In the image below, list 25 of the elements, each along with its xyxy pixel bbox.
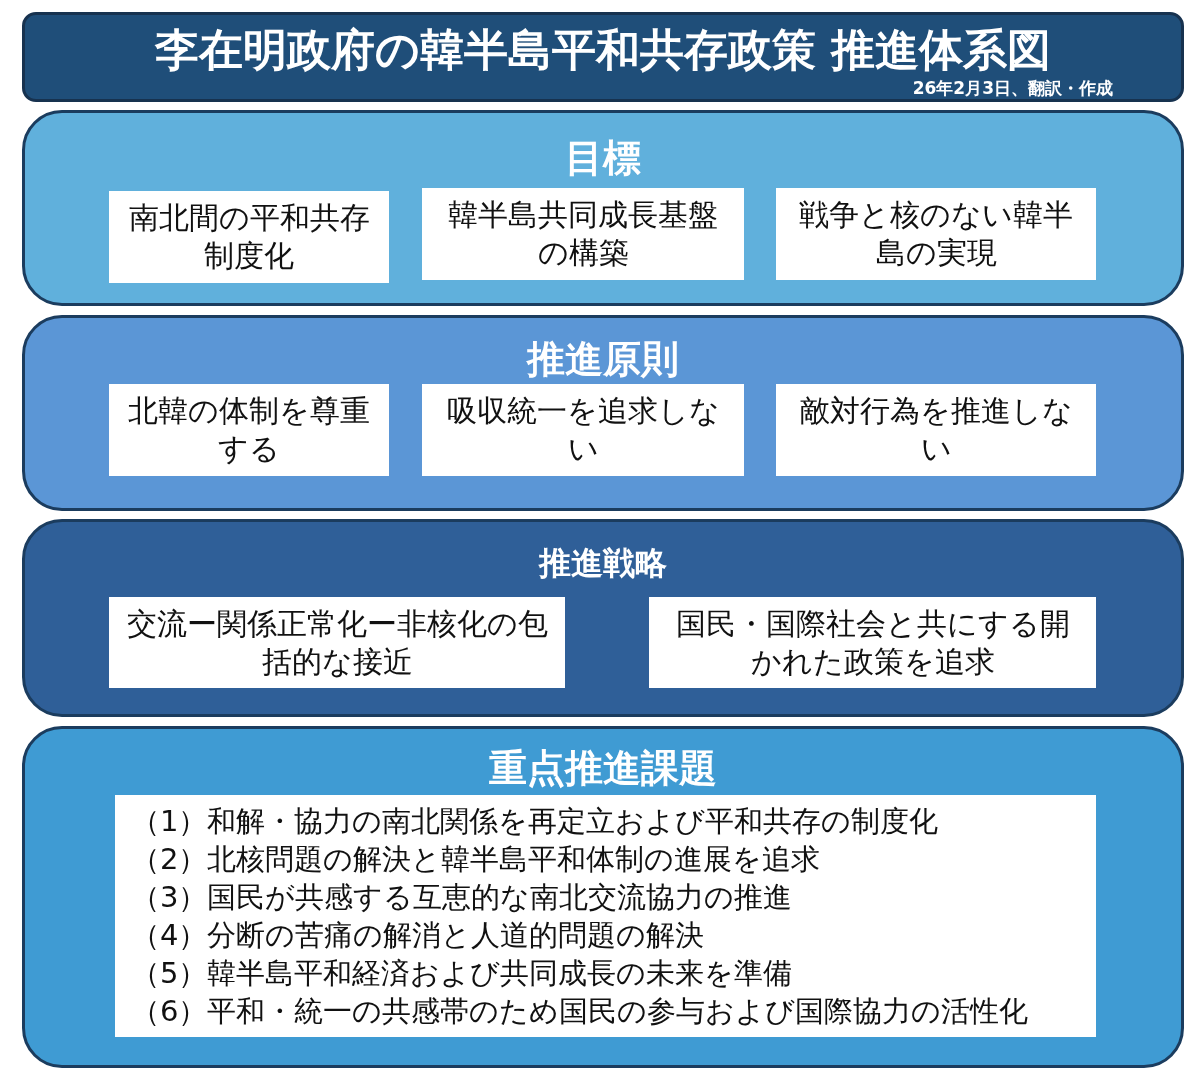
text-card: 戦争と核のない韓半島の実現 [776,188,1096,280]
list-item: （5）韓半島平和経済および共同成長の未来を準備 [131,955,793,992]
list-item: （4）分断の苦痛の解消と人道的問題の解決 [131,917,705,954]
section-panel [22,519,1184,717]
text-card: 北韓の体制を尊重する [109,384,389,476]
list-item: （2）北核問題の解決と韓半島平和体制の進展を追求 [131,841,821,878]
section-heading: 推進戦略 [537,543,668,584]
text-card: 国民・国際社会と共にする開かれた政策を追求 [649,597,1096,688]
section-panel [22,726,1184,1068]
list-item: （1）和解・協力の南北関係を再定立および平和共存の制度化 [131,803,939,840]
section-heading: 目標 [564,135,642,182]
list-item: （3）国民が共感する互恵的な南北交流協力の推進 [131,879,793,916]
list-card [115,795,1096,1037]
date-note: 26年2月3日、翻訳・作成 [912,77,1113,100]
text-card: 敵対行為を推進しない [776,384,1096,476]
text-card: 吸収統一を追求しない [422,384,744,476]
text-card: 交流ー関係正常化ー非核化の包括的な接近 [109,597,565,688]
section-heading: 推進原則 [525,336,680,383]
list-item: （6）平和・統一の共感帯のため国民の参与および国際協力の活性化 [131,993,1029,1030]
section-heading: 重点推進課題 [488,745,718,792]
text-card: 韓半島共同成長基盤の構築 [422,188,744,280]
text-card: 南北間の平和共存制度化 [109,191,389,283]
section-panel [22,110,1184,306]
title: 李在明政府の韓半島平和共存政策 推進体系図 [153,23,1053,77]
section-panel [22,315,1184,511]
